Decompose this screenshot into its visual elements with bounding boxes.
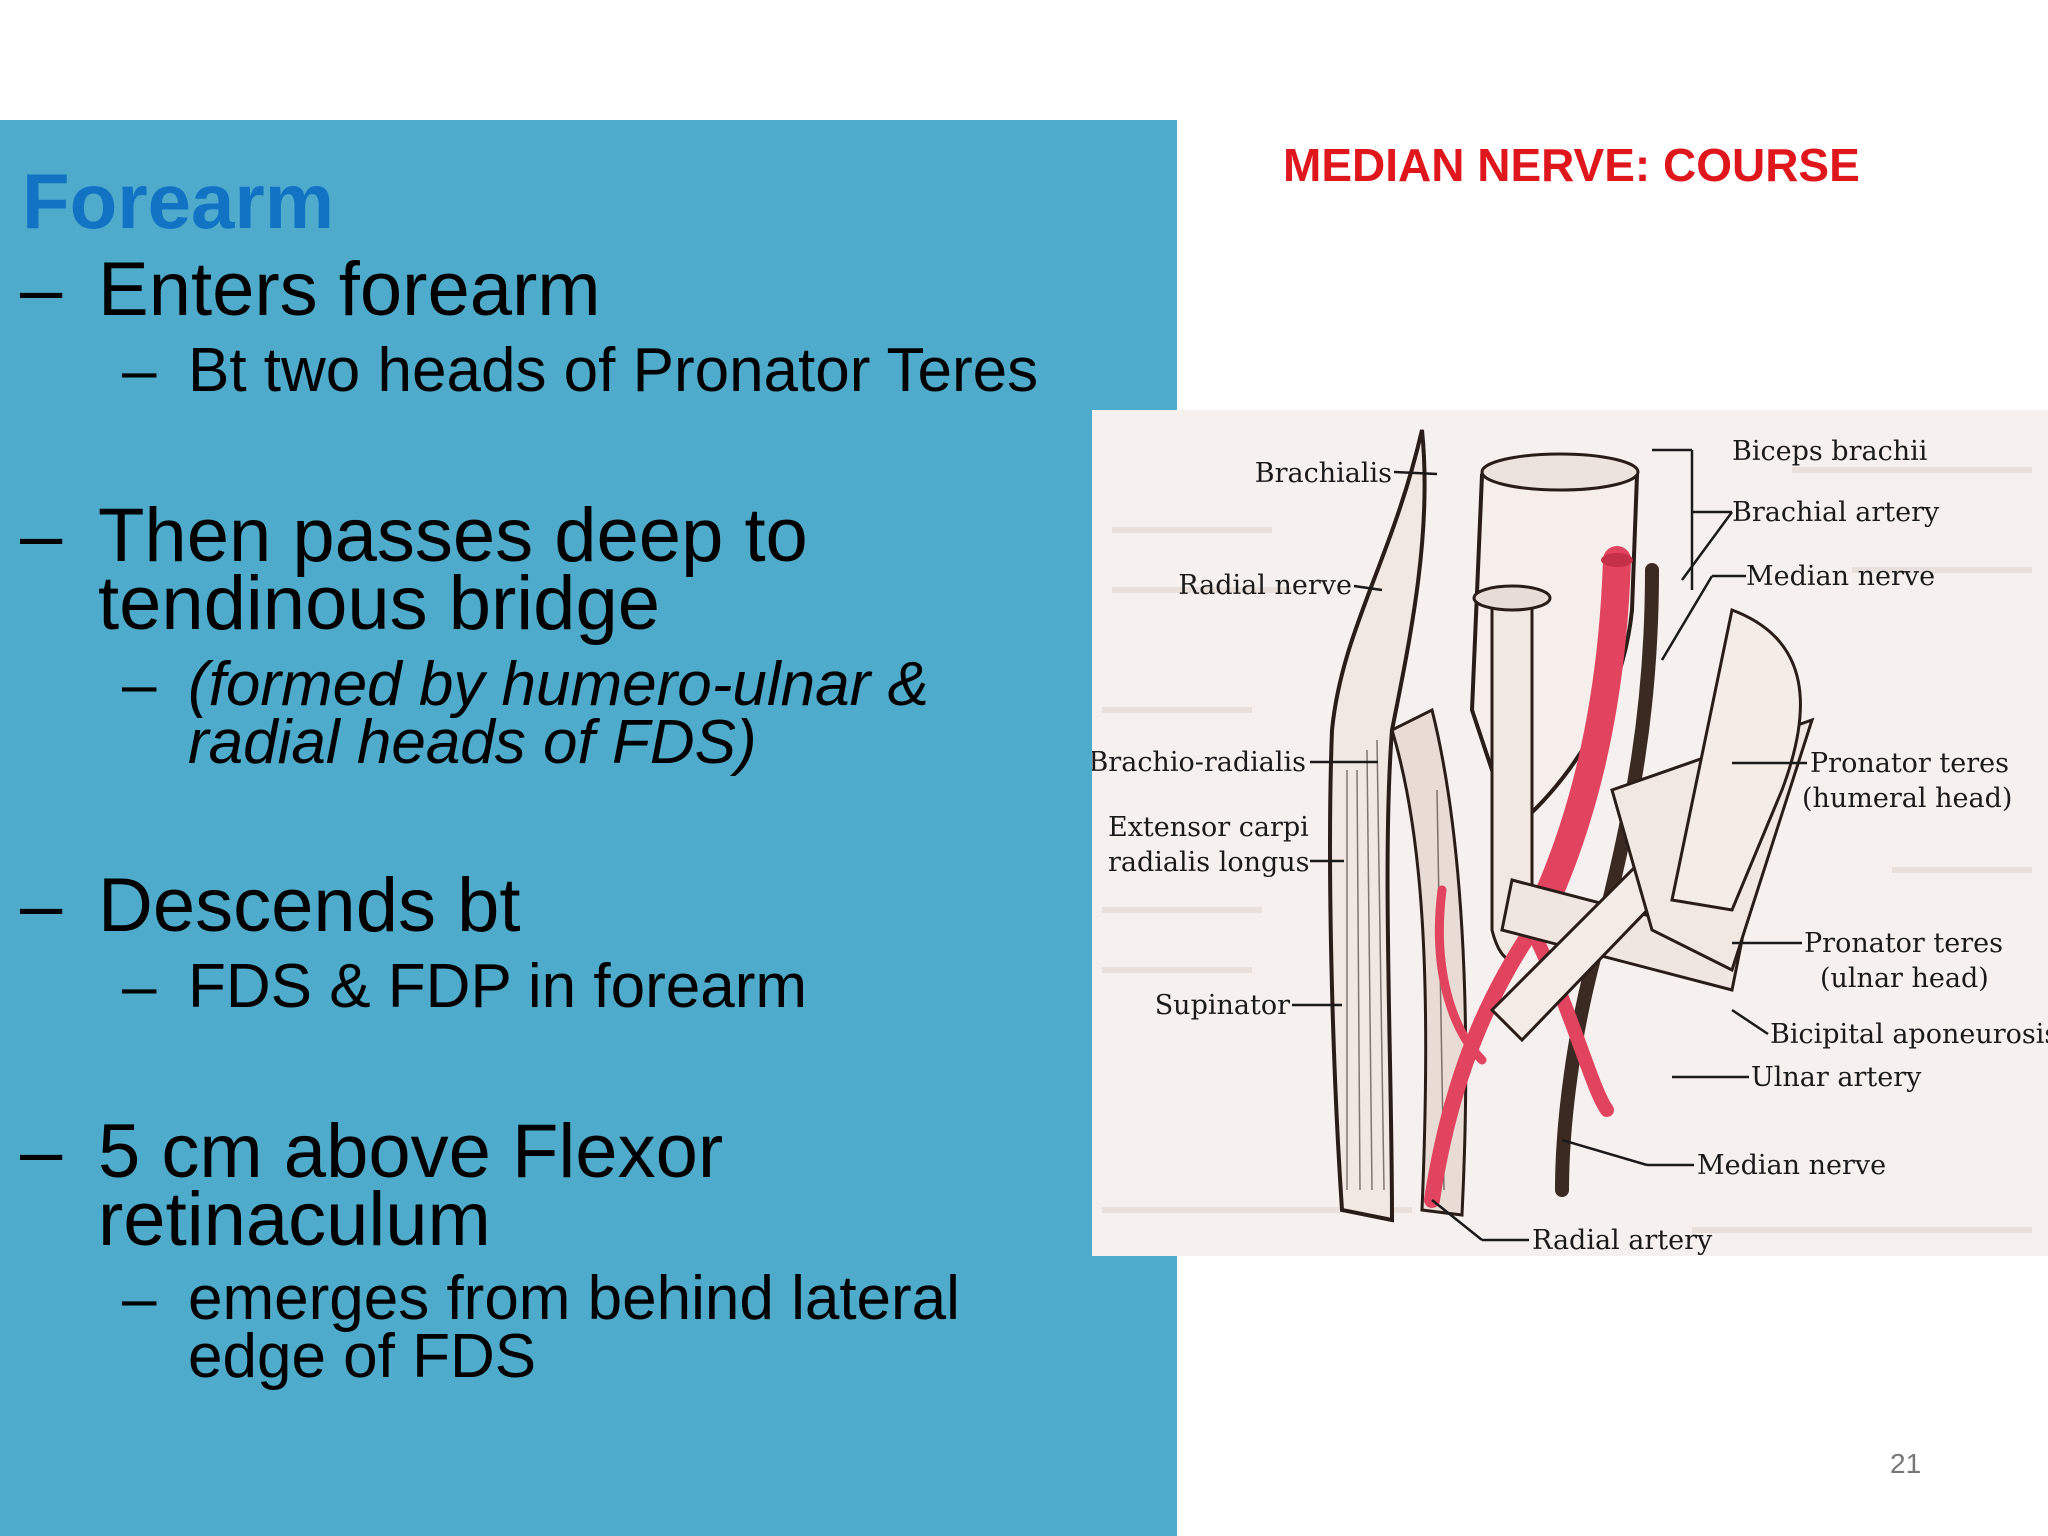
label-bicipital-aponeurosis: Bicipital aponeurosis xyxy=(1770,1019,2048,1050)
bullet-text: Enters forearm xyxy=(98,247,601,332)
label-pronator-teres-ulnar-2: (ulnar head) xyxy=(1820,963,1989,994)
label-biceps-brachii: Biceps brachii xyxy=(1732,436,1928,467)
bullet-text: (formed by humero-ulnar & xyxy=(188,650,929,719)
median-nerve-diagram: Brachialis Radial nerve Brachio-radialis… xyxy=(1092,410,2048,1256)
label-pronator-teres-ulnar-1: Pronator teres xyxy=(1804,928,2003,959)
label-radial-artery: Radial artery xyxy=(1532,1225,1713,1256)
content-panel xyxy=(0,120,1177,1536)
label-ulnar-artery: Ulnar artery xyxy=(1751,1062,1922,1093)
page-number: 21 xyxy=(1890,1448,1922,1479)
bullet-text: 5 cm above Flexor xyxy=(98,1109,724,1194)
slide-heading: Forearm xyxy=(22,157,335,245)
bullet-text: Bt two heads of Pronator Teres xyxy=(188,336,1039,405)
label-supinator: Supinator xyxy=(1155,990,1290,1021)
bullet-dash: – xyxy=(20,493,63,578)
label-brachial-artery: Brachial artery xyxy=(1732,497,1940,528)
bullet-dash: – xyxy=(122,336,157,405)
label-pronator-teres-humeral-2: (humeral head) xyxy=(1802,783,2012,814)
bullet-level1: – Then passes deep to xyxy=(0,493,808,578)
label-radial-nerve: Radial nerve xyxy=(1178,570,1352,601)
label-median-nerve-top: Median nerve xyxy=(1746,561,1935,592)
label-pronator-teres-humeral-1: Pronator teres xyxy=(1810,748,2009,779)
bullet-dash: – xyxy=(20,1109,63,1194)
radial-artery-shape xyxy=(1424,922,1540,1208)
label-brachioradialis: Brachio-radialis xyxy=(1092,747,1306,778)
bullet-text: edge of FDS xyxy=(188,1322,537,1391)
bullet-level2-continued: edge of FDS xyxy=(188,1322,537,1391)
bullet-level1: – Enters forearm xyxy=(0,247,601,332)
bullet-level2: – Bt two heads of Pronator Teres xyxy=(122,336,1039,405)
bullet-dash: – xyxy=(122,952,157,1021)
bullet-dash: – xyxy=(20,247,63,332)
bullet-level2: – (formed by humero-ulnar & xyxy=(122,650,929,719)
bullet-text: emerges from behind lateral xyxy=(188,1264,960,1333)
label-ecrl-2: radialis longus xyxy=(1108,847,1310,878)
ecrl-shape xyxy=(1390,707,1468,1217)
bullet-level1: – Descends bt xyxy=(0,863,521,948)
figure-title: MEDIAN NERVE: COURSE xyxy=(1283,139,1860,191)
bullet-dash: – xyxy=(20,863,63,948)
bullet-text: Descends bt xyxy=(98,863,521,948)
bullet-text: Then passes deep to xyxy=(98,493,808,578)
bullet-level1-continued: retinaculum xyxy=(98,1177,491,1262)
bullet-text: retinaculum xyxy=(98,1177,491,1262)
bullet-dash: – xyxy=(122,1264,157,1333)
label-brachialis: Brachialis xyxy=(1255,458,1392,489)
label-median-nerve-bottom: Median nerve xyxy=(1697,1150,1886,1181)
bullet-text: tendinous bridge xyxy=(98,561,660,646)
bullet-level1-continued: tendinous bridge xyxy=(98,561,660,646)
bullet-level1: – 5 cm above Flexor xyxy=(0,1109,724,1194)
bullet-text: radial heads of FDS) xyxy=(188,708,757,777)
bullet-text: FDS & FDP in forearm xyxy=(188,952,808,1021)
label-ecrl-1: Extensor carpi xyxy=(1108,812,1309,843)
bullet-level2-continued: radial heads of FDS) xyxy=(188,708,757,777)
bullet-level2: – emerges from behind lateral xyxy=(122,1264,960,1333)
bullet-level2: – FDS & FDP in forearm xyxy=(122,952,808,1021)
brachioradialis-shape xyxy=(1328,429,1427,1223)
bullet-dash: – xyxy=(122,650,157,719)
